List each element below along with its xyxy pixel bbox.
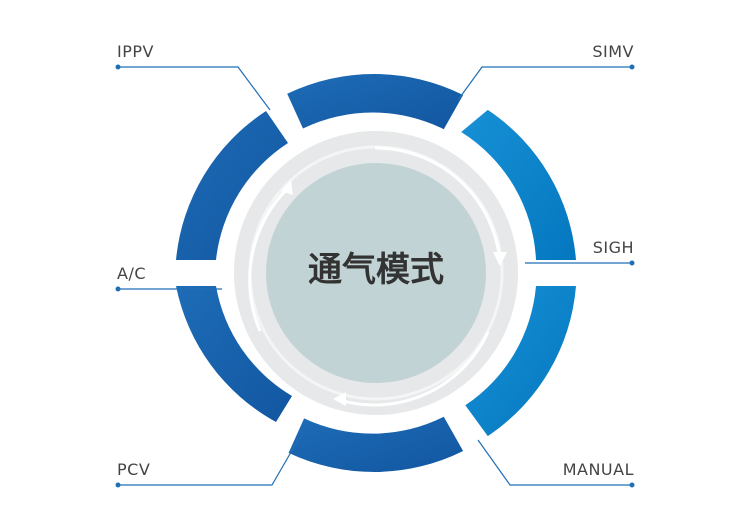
mode-label-pcv: PCV bbox=[117, 460, 151, 479]
cycle-arrowhead-bottom bbox=[333, 392, 346, 406]
leader-ippv bbox=[118, 66, 271, 111]
segment-upper-left bbox=[176, 111, 288, 260]
core-circle bbox=[266, 163, 486, 383]
segment-bottom bbox=[288, 416, 464, 472]
mode-label-ippv: IPPV bbox=[117, 42, 154, 61]
leader-pcv bbox=[118, 439, 299, 486]
mode-label-simv: SIMV bbox=[592, 42, 634, 61]
cycle-arrowhead-left bbox=[281, 180, 293, 195]
mode-label-sigh: SIGH bbox=[592, 238, 634, 257]
dot-manual bbox=[629, 482, 635, 488]
dot-pcv bbox=[115, 482, 121, 488]
center-label: 通气模式 bbox=[308, 250, 444, 290]
dot-sigh bbox=[629, 260, 635, 266]
cycle-arrow-arc-right bbox=[374, 146, 502, 263]
mode-label-ac: A/C bbox=[117, 264, 147, 283]
dot-ac bbox=[115, 286, 121, 292]
mode-label-manual: MANUAL bbox=[562, 460, 634, 479]
dot-ippv bbox=[115, 64, 121, 70]
segment-lower-right bbox=[465, 286, 576, 437]
segment-top bbox=[287, 74, 464, 130]
cycle-arrowhead-right bbox=[493, 252, 507, 266]
leader-simv bbox=[457, 66, 632, 101]
cycle-arrow-arc-bottom bbox=[335, 331, 490, 407]
segment-lower-left bbox=[176, 286, 292, 422]
segment-upper-right bbox=[461, 109, 576, 261]
cycle-arrow-arc-left bbox=[248, 186, 290, 332]
dot-simv bbox=[629, 64, 635, 70]
leader-manual bbox=[477, 439, 632, 486]
